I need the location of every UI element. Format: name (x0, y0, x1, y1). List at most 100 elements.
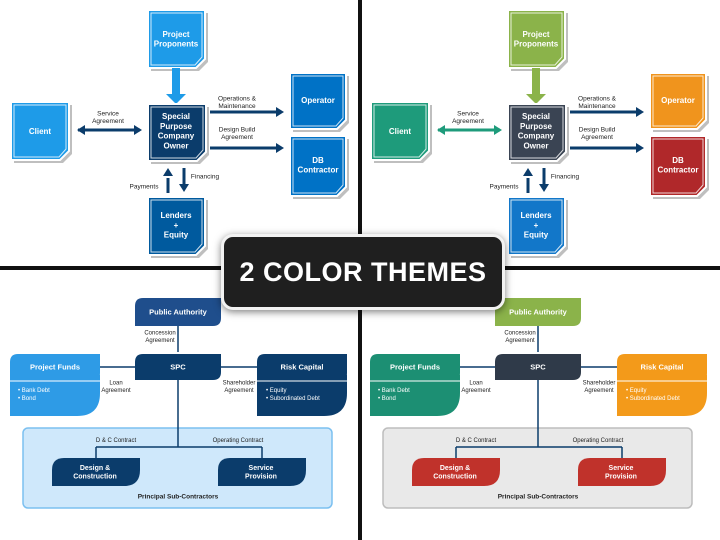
spc-owner-box-inner-border (510, 106, 564, 159)
design-construction-box (52, 458, 140, 486)
operator-box (289, 72, 347, 130)
risk-capital-item: • Subordinated Debt (266, 396, 320, 402)
payments-arrow (163, 168, 173, 176)
project-funds-item: • Bank Debt (378, 388, 410, 394)
lenders-equity-label: Lenders (160, 211, 192, 220)
project-proponents-box-inner-border (510, 12, 563, 66)
proponents-arrow-head (166, 94, 186, 104)
service-agreement-label: Service (457, 110, 479, 117)
design-construction-label: Construction (433, 474, 477, 481)
db-contractor-label: DB (312, 156, 324, 165)
operations-arrow (636, 107, 644, 117)
project-proponents-label: Project (522, 30, 549, 39)
design-build-agreement-label: Agreement (221, 134, 253, 141)
risk-capital-header (257, 354, 347, 381)
service-provision-label: Provision (245, 474, 277, 481)
principal-sub-contractors-label: Principal Sub-Contractors (498, 493, 579, 500)
client-box (10, 101, 70, 161)
public-authority-label: Public Authority (509, 308, 567, 317)
project-funds-item: • Bank Debt (18, 388, 50, 394)
concession-agreement-label: Concession (144, 330, 175, 336)
operator-box-inner-border (652, 75, 704, 127)
design-build-arrow (276, 143, 284, 153)
project-proponents-box (507, 9, 566, 69)
db-contractor-box (649, 135, 707, 197)
lenders-equity-label: + (534, 221, 539, 230)
db-contractor-label: Contractor (298, 166, 339, 175)
public-authority-label: Public Authority (149, 308, 207, 317)
spc-owner-label: Company (518, 132, 555, 141)
shareholder-agreement-label: Agreement (224, 388, 254, 394)
service-agreement-arrow-right (134, 125, 142, 135)
client-box (370, 101, 430, 161)
public-authority-box (135, 298, 221, 326)
lenders-equity-label: Equity (164, 231, 189, 240)
lenders-equity-label: + (174, 221, 179, 230)
principal-sub-contractors-label: Principal Sub-Contractors (138, 493, 219, 500)
dc-contract-label: D & C Contract (456, 438, 497, 444)
spc-owner-label: Special (162, 112, 190, 121)
concession-agreement-label: Agreement (505, 338, 535, 344)
risk-capital-body (617, 375, 707, 416)
risk-capital-divider (617, 380, 707, 382)
spc-owner-label: Owner (164, 141, 189, 150)
project-proponents-label: Proponents (514, 40, 559, 49)
operations-maintenance-label: Operations & (578, 95, 617, 102)
risk-capital-label: Risk Capital (281, 363, 324, 372)
spc-owner-box-inner-border (150, 106, 204, 159)
shareholder-agreement-label: Shareholder (223, 380, 256, 386)
risk-capital-header (617, 354, 707, 381)
payments-arrow (523, 168, 533, 176)
operations-maintenance-label: Maintenance (218, 103, 256, 110)
financing-label: Financing (551, 173, 580, 180)
project-funds-body (10, 375, 100, 416)
db-contractor-box-inner-border (292, 138, 344, 194)
service-agreement-arrow-left (77, 125, 85, 135)
loan-agreement-label: Loan (109, 380, 122, 386)
service-provision-box (218, 458, 306, 486)
service-provision-label: Service (609, 465, 634, 472)
concession-agreement-label: Agreement (145, 338, 175, 344)
project-funds-divider (10, 380, 100, 382)
design-build-arrow (636, 143, 644, 153)
color-themes-badge: 2 COLOR THEMES (221, 234, 505, 310)
project-funds-body (370, 375, 460, 416)
operations-arrow (276, 107, 284, 117)
spc-owner-label: Purpose (160, 122, 193, 131)
lenders-equity-label: Lenders (520, 211, 552, 220)
client-box-inner-border (13, 104, 67, 158)
operator-box-inner-border (292, 75, 344, 127)
project-funds-divider (370, 380, 460, 382)
service-provision-label: Service (249, 465, 274, 472)
service-agreement-arrow-left (437, 125, 445, 135)
lenders-equity-box-inner-border (150, 199, 203, 253)
service-agreement-arrow-right (494, 125, 502, 135)
operations-maintenance-label: Operations & (218, 95, 257, 102)
project-funds-item: • Bond (18, 396, 36, 402)
db-contractor-label: Contractor (658, 166, 699, 175)
design-construction-box (412, 458, 500, 486)
lenders-equity-box-inner-border (510, 199, 563, 253)
project-funds-label: Project Funds (30, 363, 80, 372)
spc-owner-box (147, 103, 207, 162)
design-build-agreement-label: Design Build (579, 126, 616, 133)
service-agreement-label: Agreement (452, 118, 484, 125)
project-funds-item: • Bond (378, 396, 396, 402)
operating-contract-label: Operating Contract (213, 438, 264, 444)
design-build-agreement-label: Agreement (581, 134, 613, 141)
design-construction-label: Design & (440, 465, 470, 472)
risk-capital-item: • Equity (266, 388, 286, 394)
loan-agreement-label: Loan (469, 380, 482, 386)
client-label: Client (389, 127, 412, 136)
service-agreement-label: Agreement (92, 118, 124, 125)
lenders-equity-box (147, 196, 206, 256)
concession-agreement-label: Concession (504, 330, 535, 336)
loan-agreement-label: Agreement (461, 388, 491, 394)
top-diagram-multicolor-svg: ProjectProponentsClientSpecialPurposeCom… (370, 9, 709, 258)
operator-box (649, 72, 707, 130)
public-authority-box (495, 298, 581, 326)
spc-label: SPC (170, 363, 186, 372)
